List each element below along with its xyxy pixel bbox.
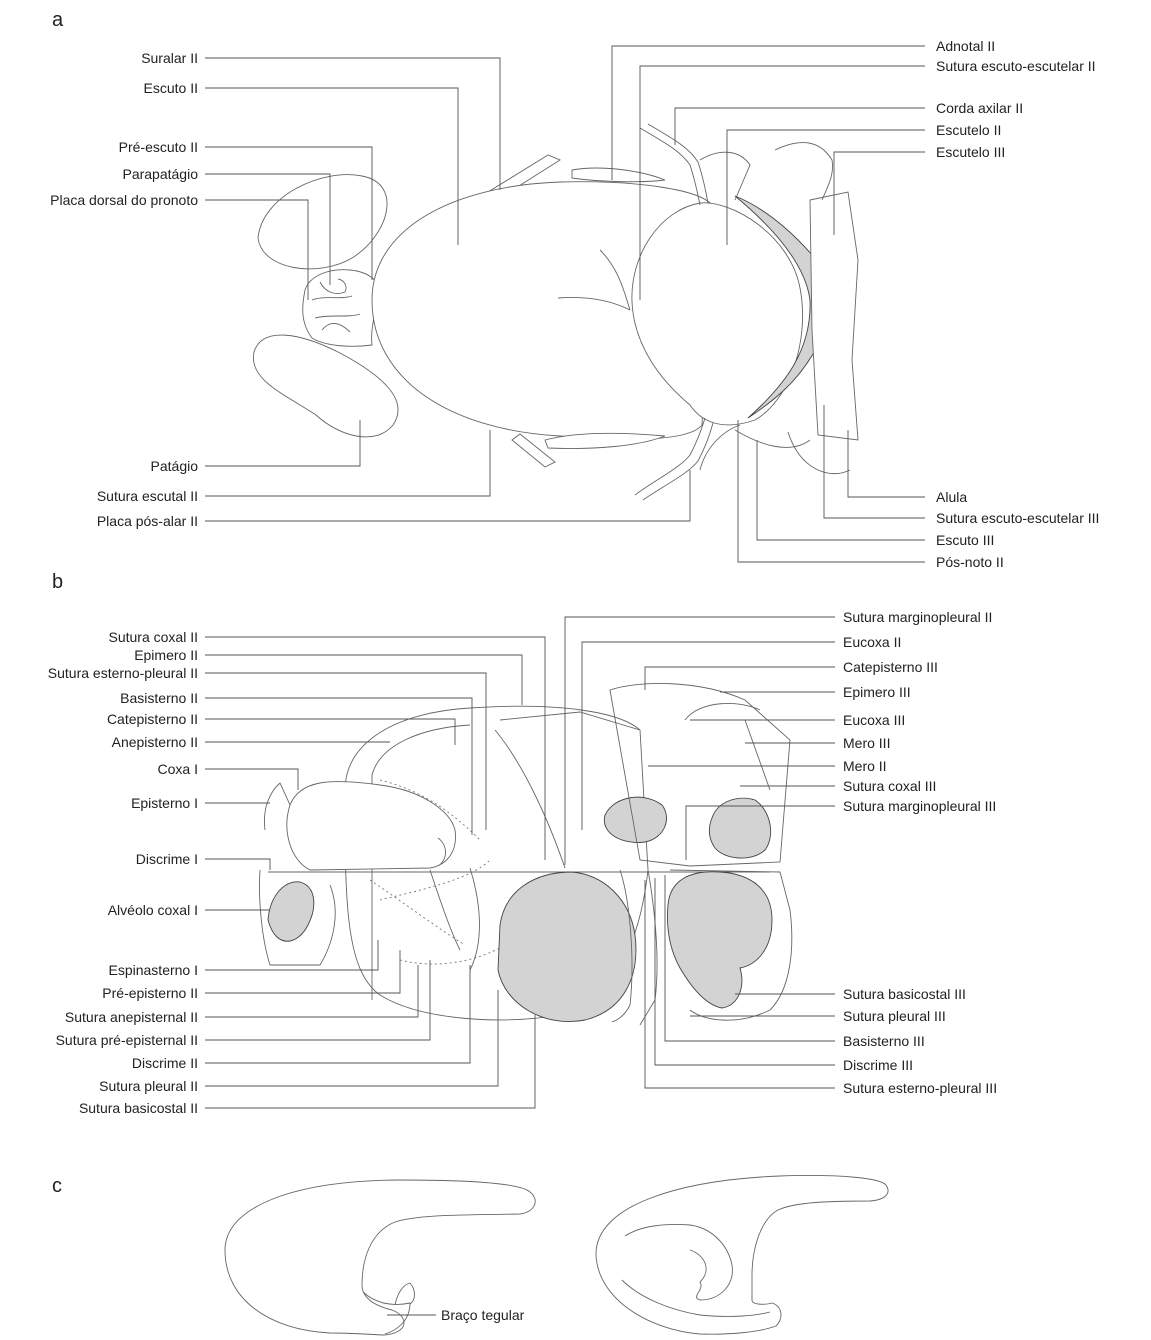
label-placa-dorsal-pronoto: Placa dorsal do pronoto [50,192,198,208]
label-discrime-III: Discrime III [843,1057,913,1073]
label-sutura-basicostal-II: Sutura basicostal II [79,1100,198,1116]
label-alula: Alula [936,489,967,505]
label-escutelo-II: Escutelo II [936,122,1001,138]
label-epimero-III: Epimero III [843,684,911,700]
panel-c-letter: c [52,1175,62,1197]
label-sutura-pleural-III: Sutura pleural III [843,1008,946,1024]
label-escutelo-III: Escutelo III [936,144,1005,160]
label-sutura-pre-episternal-II: Sutura pré-episternal II [56,1032,198,1048]
panel-a-right-labels: Adnotal II Sutura escuto-escutelar II Co… [936,38,1099,570]
eucoxa-II-grey [498,872,636,1022]
label-basisterno-III: Basisterno III [843,1033,925,1049]
label-escuto-III: Escuto III [936,532,994,548]
label-sutura-coxal-III: Sutura coxal III [843,778,936,794]
alveolo-coxal-I [268,882,314,941]
label-eucoxa-II: Eucoxa II [843,634,901,650]
label-braco-tegular: Braço tegular [441,1307,525,1323]
label-discrime-I: Discrime I [136,851,198,867]
thorax-lateral-drawing [259,683,791,1025]
panel-b-left-labels: Sutura coxal II Epimero II Sutura estern… [48,629,198,1116]
label-adnotal-II: Adnotal II [936,38,995,54]
label-discrime-II: Discrime II [132,1055,198,1071]
thorax-dorsal-drawing [253,124,858,500]
label-sutura-escutal-II: Sutura escutal II [97,488,198,504]
panel-b-letter: b [52,571,63,593]
label-pre-escuto-II: Pré-escuto II [119,139,198,155]
label-coxa-I: Coxa I [158,761,198,777]
label-sutura-escuto-escutelar-III: Sutura escuto-escutelar III [936,510,1099,526]
label-pre-episterno-II: Pré-episterno II [102,985,198,1001]
panel-a-letter: a [52,9,64,31]
label-sutura-anepisternal-II: Sutura anepisternal II [65,1009,198,1025]
patagio-lobe [253,335,398,437]
panel-b-right-labels: Sutura marginopleural II Eucoxa II Catep… [843,609,997,1096]
label-catepisterno-II: Catepisterno II [107,711,198,727]
label-epimero-II: Epimero II [134,647,198,663]
label-alveolo-coxal-I: Alvéolo coxal I [108,902,198,918]
label-sutura-escuto-escutelar-II: Sutura escuto-escutelar II [936,58,1096,74]
label-sutura-basicostal-III: Sutura basicostal III [843,986,966,1002]
label-parapatagio: Parapatágio [122,166,198,182]
parapatagio-lobe [258,175,387,269]
label-placa-pos-alar-II: Placa pós-alar II [97,513,198,529]
label-mero-II: Mero II [843,758,887,774]
panel-a-left-labels: Suralar II Escuto II Pré-escuto II Parap… [50,50,198,529]
label-sutura-esterno-pleural-III: Sutura esterno-pleural III [843,1080,997,1096]
label-sutura-pleural-II: Sutura pleural II [99,1078,198,1094]
pronotum-plate [303,270,379,347]
label-sutura-coxal-II: Sutura coxal II [109,629,199,645]
label-eucoxa-III: Eucoxa III [843,712,905,728]
label-catepisterno-III: Catepisterno III [843,659,938,675]
label-basisterno-II: Basisterno II [120,690,198,706]
tegula-right-drawing [596,1175,888,1334]
label-mero-III: Mero III [843,735,890,751]
label-sutura-marginopleural-II: Sutura marginopleural II [843,609,992,625]
label-anepisterno-II: Anepisterno II [112,734,198,750]
label-episterno-I: Episterno I [131,795,198,811]
label-sutura-esterno-pleural-II: Sutura esterno-pleural II [48,665,198,681]
label-espinasterno-I: Espinasterno I [109,962,199,978]
label-pos-noto-II: Pós-noto II [936,554,1004,570]
label-patagio: Patágio [151,458,199,474]
label-sutura-marginopleural-III: Sutura marginopleural III [843,798,996,814]
coxa-I [287,782,456,870]
label-corda-axilar-II: Corda axilar II [936,100,1023,116]
coxa-III-grey [668,872,773,1008]
eucoxa-III-grey [709,798,770,858]
label-suralar-II: Suralar II [141,50,198,66]
label-escuto-II: Escuto II [144,80,198,96]
